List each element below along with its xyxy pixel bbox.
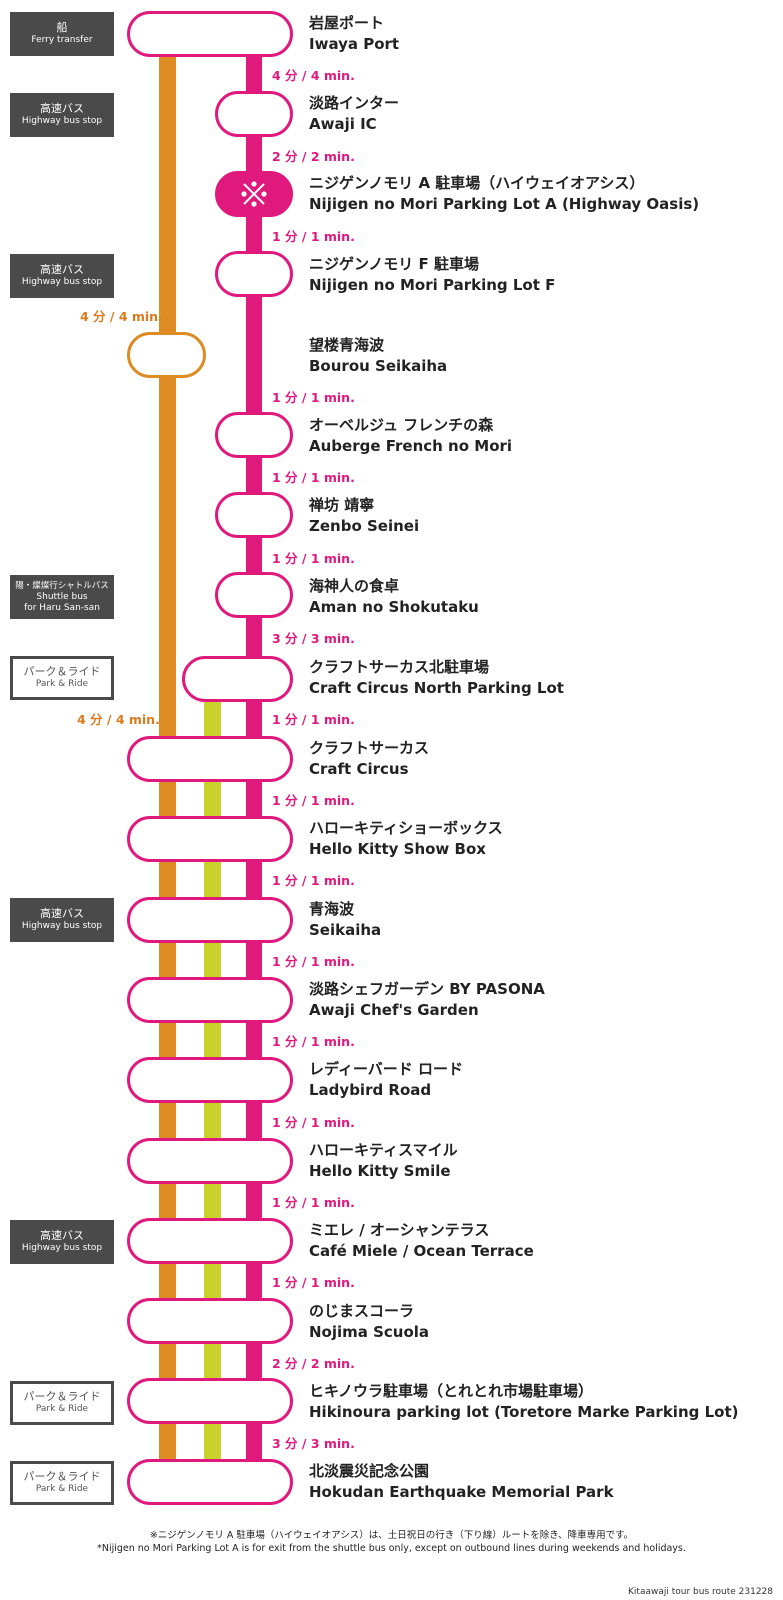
segment-time: 3 分 / 3 min. [272,631,355,646]
stop-craft-north [182,656,293,702]
stop-auberge [215,412,293,458]
segment-time: 1 分 / 1 min. [272,712,355,727]
segment-time: 1 分 / 1 min. [272,470,355,485]
orange-segment-time: 4 分 / 4 min. [77,712,160,727]
stop-showbox [127,816,293,862]
stop-name: ニジゲンノモリ A 駐車場（ハイウェイオアシス）Nijigen no Mori … [309,174,700,213]
segment-time: 2 分 / 2 min. [272,1356,355,1371]
stop-hokudan [127,1459,293,1505]
stop-kitty-smile [127,1138,293,1184]
segment-time: 2 分 / 2 min. [272,149,355,164]
segment-time: 1 分 / 1 min. [272,551,355,566]
stop-nijigen-f [215,251,293,297]
orange-segment-time: 4 分 / 4 min. [80,309,163,324]
stop-ladybird [127,1057,293,1103]
segment-time: 1 分 / 1 min. [272,1034,355,1049]
stop-aman [215,572,293,618]
segment-time: 1 分 / 1 min. [272,1115,355,1130]
segment-time: 1 分 / 1 min. [272,1195,355,1210]
stop-zenbo [215,492,293,538]
note-japanese: ※ニジゲンノモリ A 駐車場（ハイウェイオアシス）は、土日祝日の行き（下り線）ル… [149,1530,634,1541]
segment-time: 1 分 / 1 min. [272,873,355,888]
stop-craft-circus [127,736,293,782]
stop-chefs-garden [127,977,293,1023]
stop-iwaya-port [127,11,293,57]
stop-awaji-ic [215,91,293,137]
stop-hikinoura [127,1378,293,1424]
segment-time: 1 分 / 1 min. [272,390,355,405]
stop-seikaiha [127,897,293,943]
segment-time: 1 分 / 1 min. [272,229,355,244]
note-english: *Nijigen no Mori Parking Lot A is for ex… [97,1543,686,1554]
cross-dots-icon [241,181,267,207]
footer-route-id: Kitaawaji tour bus route 231228 [628,1587,773,1597]
stop-name: ヒキノウラ駐車場（とれとれ市場駐車場）Hikinoura parking lot… [309,1382,739,1421]
stop-nojima [127,1298,293,1344]
stop-miele [127,1218,293,1264]
segment-time: 1 分 / 1 min. [272,954,355,969]
segment-time: 1 分 / 1 min. [272,793,355,808]
stop-nijigen-a [215,171,293,217]
segment-time: 4 分 / 4 min. [272,68,355,83]
stop-bourou-seikaiha [127,332,206,378]
segment-time: 3 分 / 3 min. [272,1436,355,1451]
segment-time: 1 分 / 1 min. [272,1275,355,1290]
